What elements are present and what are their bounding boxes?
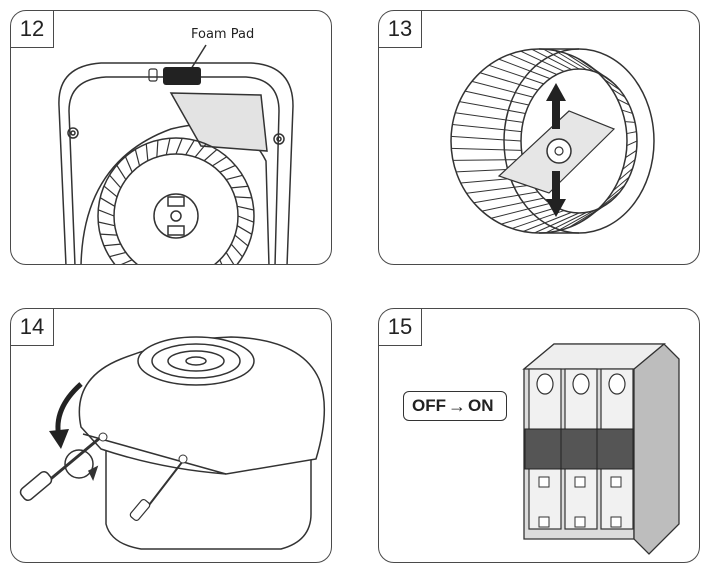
wheel-blade xyxy=(145,143,149,161)
wheel-blade xyxy=(473,191,539,204)
wheel-blade xyxy=(595,70,615,85)
wheel-blade xyxy=(618,168,633,181)
blower-wheel-illustration xyxy=(450,48,655,234)
wheel-blade xyxy=(545,211,587,234)
wheel-blade xyxy=(568,207,602,229)
wheel-blade xyxy=(109,251,126,258)
wheel-blade xyxy=(625,149,637,158)
wheel-blade xyxy=(203,149,218,162)
wheel-blade xyxy=(603,78,621,91)
wheel-blade xyxy=(230,243,243,258)
wheel-blade xyxy=(481,197,544,212)
wheel-blade xyxy=(156,140,159,158)
wheel-blade xyxy=(611,88,626,98)
wheel-blade xyxy=(565,53,595,72)
wheel-blade xyxy=(175,138,183,155)
wheel-blade xyxy=(491,202,551,219)
screwdriver-icon xyxy=(129,456,187,522)
fan-housing-illustration xyxy=(58,44,294,264)
wheel-blade xyxy=(116,164,127,180)
wheel-blade xyxy=(234,234,249,247)
off-on-label: OFF → ON xyxy=(403,391,507,421)
wheel-blade xyxy=(626,131,637,135)
wheel-blade xyxy=(605,184,626,201)
wheel-blade xyxy=(194,143,207,158)
wheel-blade xyxy=(534,212,580,234)
wheel-blade xyxy=(586,63,609,80)
wheel-blade xyxy=(543,48,580,70)
screwdriver-icon xyxy=(19,435,102,501)
wheel-blade xyxy=(531,48,572,71)
wheel-blade xyxy=(501,207,557,225)
foam-pad-label: Foam Pad xyxy=(191,27,255,42)
wheel-blade xyxy=(451,147,522,151)
wheel-blade xyxy=(234,196,252,199)
wheel-blade xyxy=(121,259,133,264)
wheel-blade xyxy=(225,252,235,264)
circuit-breaker-icon xyxy=(522,343,680,555)
wheel-blade xyxy=(451,135,522,142)
step-number: 15 xyxy=(379,309,422,346)
wheel-blade xyxy=(124,156,133,173)
wheel-blade xyxy=(612,176,630,192)
wheel-blade xyxy=(498,58,551,80)
wheel-blade xyxy=(231,185,249,189)
switch-arrow: → xyxy=(448,395,466,416)
wheel-blade xyxy=(624,121,636,123)
wheel-blade xyxy=(464,90,529,106)
wheel-blade xyxy=(621,109,633,114)
wheel-blade xyxy=(459,101,526,114)
wheel-blade xyxy=(134,149,141,166)
wheel-blade xyxy=(471,80,534,98)
wheel-blade xyxy=(520,50,565,72)
wheel-blade xyxy=(219,164,236,173)
step-number: 13 xyxy=(379,11,422,48)
step-13-panel: 13 xyxy=(378,10,700,265)
wheel-blade xyxy=(557,210,595,232)
switch-to: ON xyxy=(468,396,494,415)
wheel-blade xyxy=(452,123,522,133)
up-arrow-icon xyxy=(546,83,566,129)
foam-pad-icon xyxy=(163,67,201,85)
switch-from: OFF xyxy=(412,396,446,415)
wheel-blade xyxy=(466,184,534,194)
wheel-blade xyxy=(237,205,254,211)
wheel-blade xyxy=(103,243,121,247)
rotate-arrow-icon xyxy=(64,449,99,481)
wheel-blade xyxy=(452,159,523,161)
step-15-panel: 15 OFF → ON xyxy=(378,308,700,563)
wheel-blade xyxy=(103,185,118,198)
wheel-blade xyxy=(554,50,587,71)
wheel-blade xyxy=(100,233,118,236)
wheel-blade xyxy=(98,221,115,227)
step-number: 12 xyxy=(11,11,54,48)
wheel-blade xyxy=(455,112,524,123)
step-number: 14 xyxy=(11,309,54,346)
wheel-blade xyxy=(626,140,638,147)
wheel-blade xyxy=(522,211,572,232)
wheel-blade xyxy=(578,202,609,224)
down-arrow-icon xyxy=(546,171,566,217)
wheel-blade xyxy=(237,215,254,223)
wheel-blade xyxy=(488,64,544,85)
wheel-blade xyxy=(622,159,636,170)
wheel-blade xyxy=(99,197,116,207)
wheel-blade xyxy=(212,156,228,167)
wheel-blade xyxy=(219,259,223,264)
wheel-blade xyxy=(226,174,243,181)
step-14-panel: 14 xyxy=(10,308,332,563)
wheel-blade xyxy=(98,209,115,217)
wheel-blade xyxy=(509,53,557,75)
wheel-blade xyxy=(479,72,539,91)
wheel-blade xyxy=(597,191,621,210)
fan-unit-illustration xyxy=(19,336,326,550)
step-12-panel: 12 Foam Pad xyxy=(10,10,332,265)
wheel-blade xyxy=(185,139,195,156)
wheel-blade xyxy=(165,138,171,155)
wheel-blade xyxy=(109,174,122,189)
wheel-blade xyxy=(617,98,630,106)
wheel-blade xyxy=(236,225,253,235)
